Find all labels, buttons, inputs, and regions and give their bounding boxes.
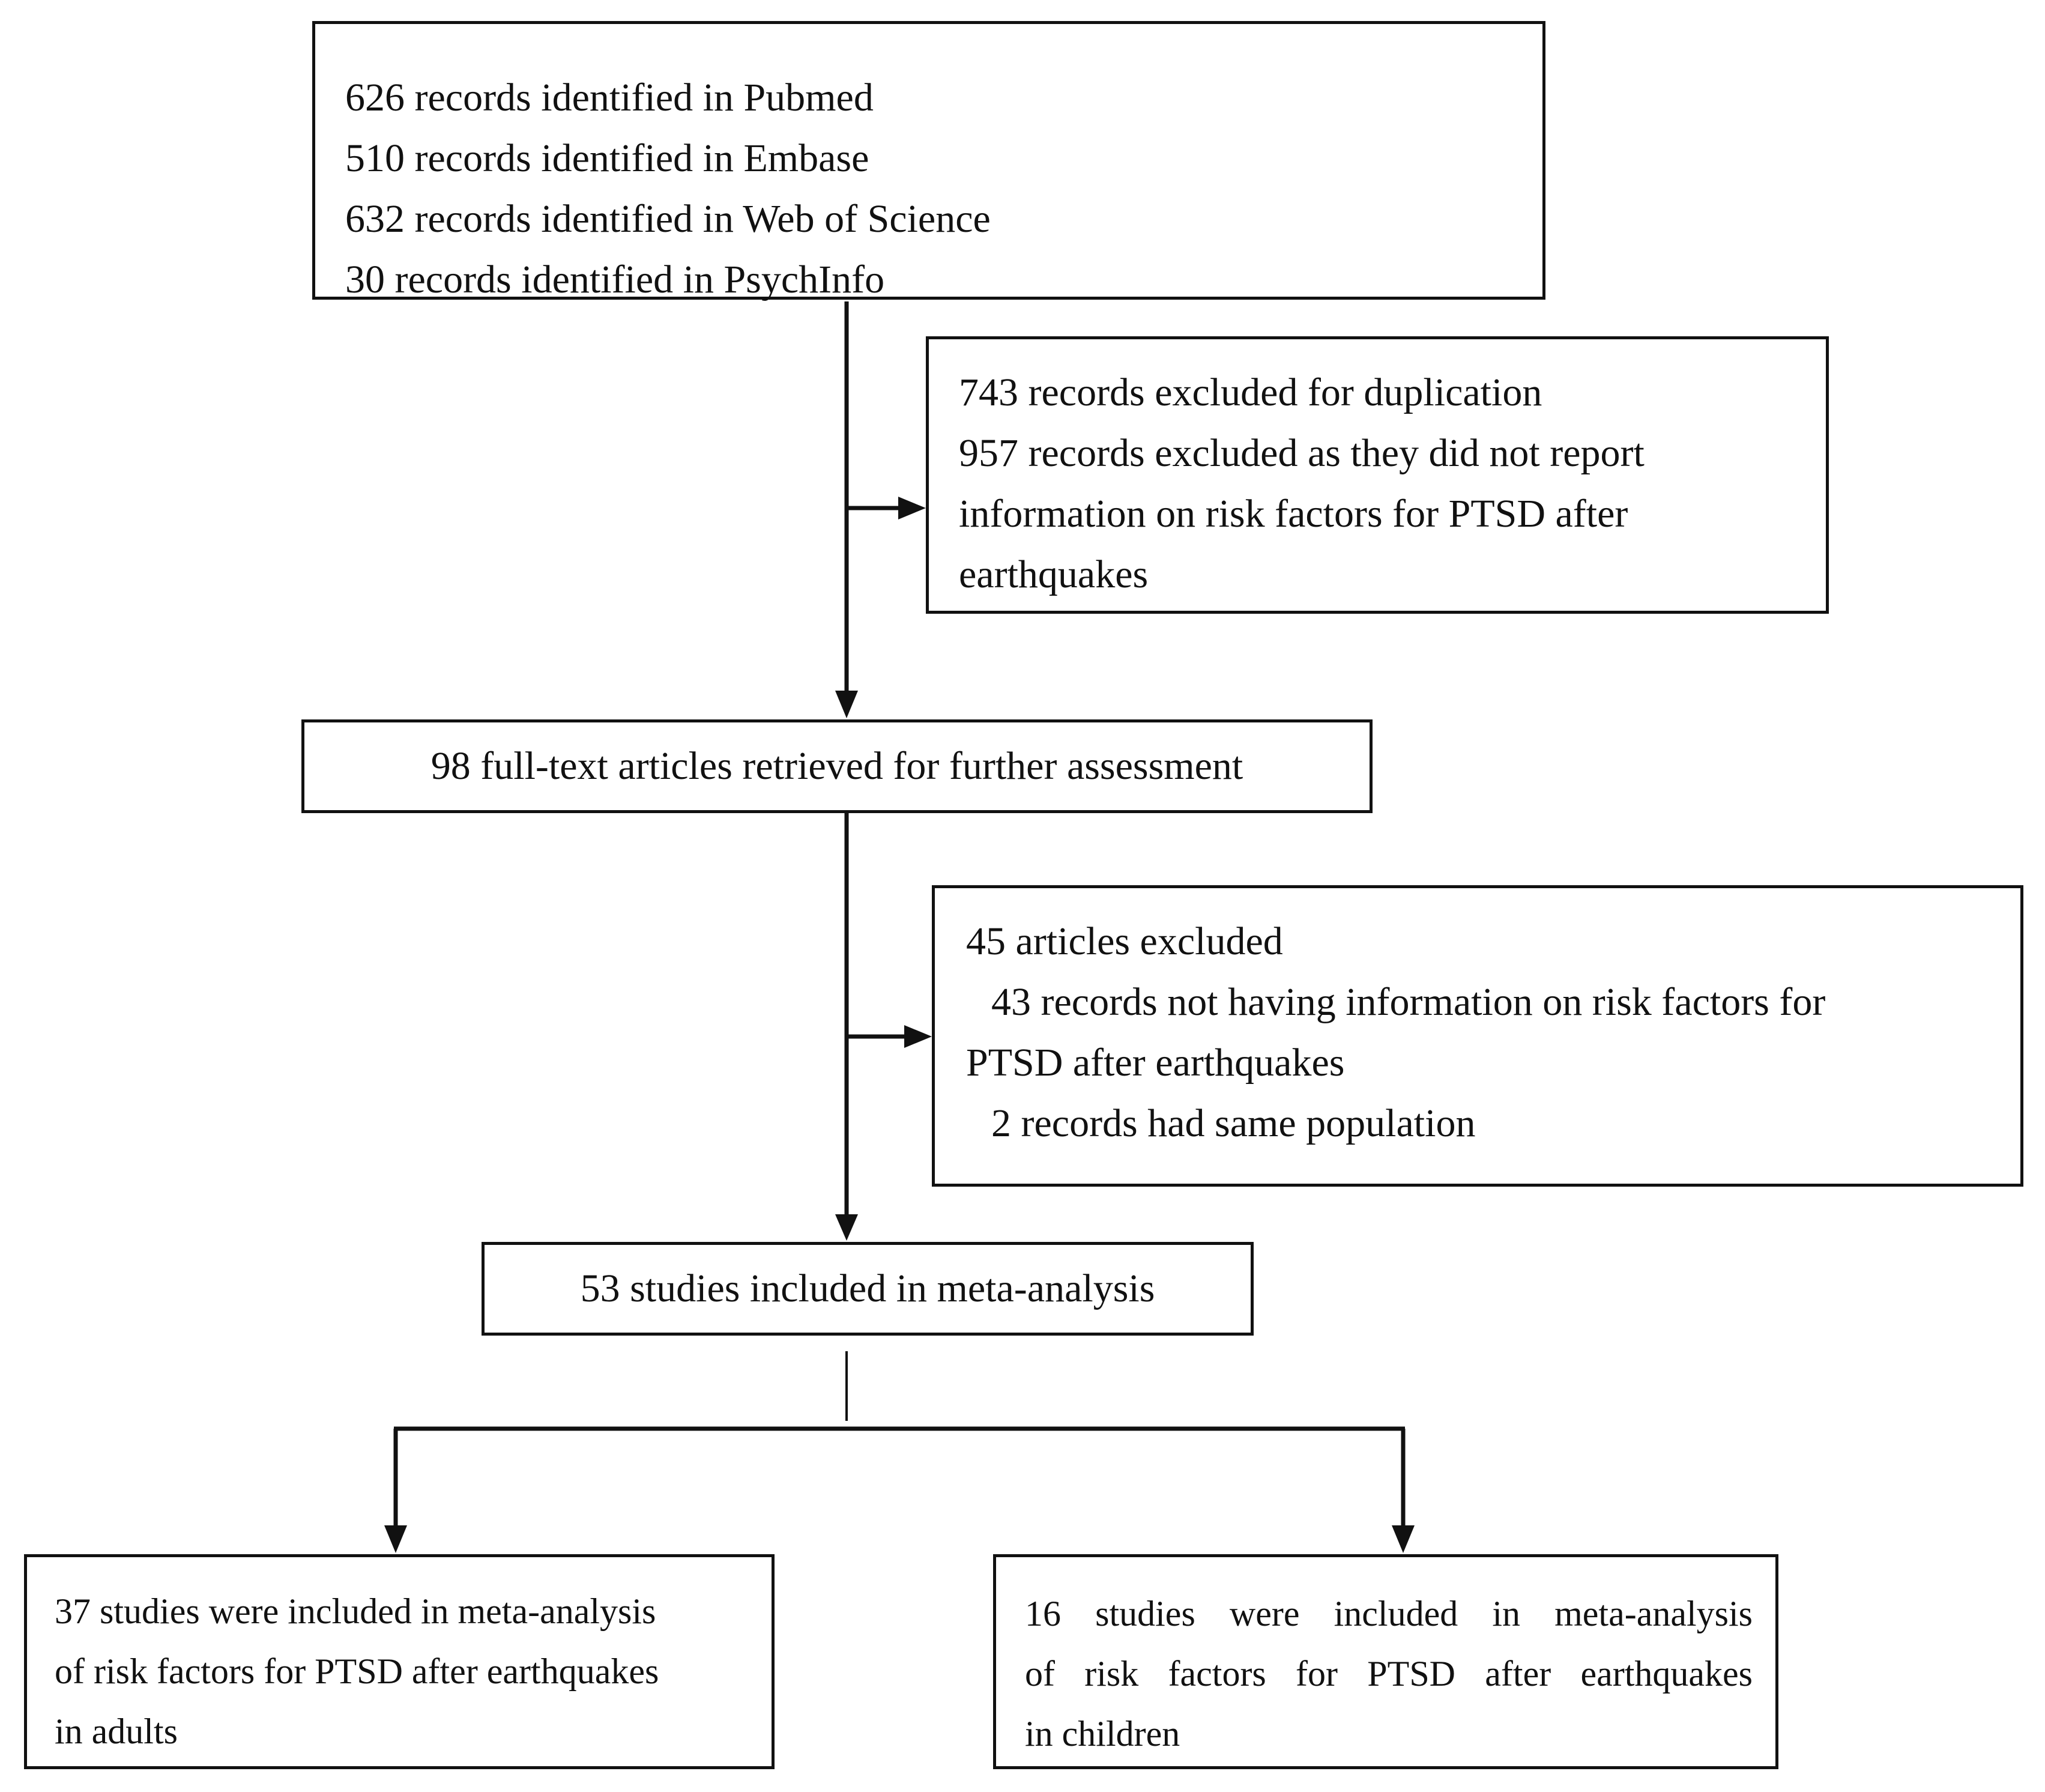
- exclusion-reason-line: 2 records had same population: [991, 1101, 1476, 1145]
- fulltext-articles-text: 98 full-text articles retrieved for furt…: [430, 744, 1243, 788]
- exclusion-line: 957 records excluded as they did not rep…: [959, 431, 1645, 475]
- arrow-into-included: [835, 1214, 858, 1241]
- fulltext-articles-box: 98 full-text articles retrieved for furt…: [301, 719, 1373, 813]
- adults-studies-line: in adults: [55, 1712, 178, 1751]
- exclusion-line: 743 records excluded for duplication: [959, 371, 1542, 414]
- arrow-into-exclusion-2: [904, 1025, 932, 1048]
- studies-included-text: 53 studies included in meta-analysis: [580, 1267, 1155, 1310]
- adults-studies-line: 37 studies were included in meta-analysi…: [55, 1591, 656, 1631]
- adults-studies-box: 37 studies were included in meta-analysi…: [24, 1554, 775, 1769]
- records-excluded-box: 743 records excluded for duplication 957…: [926, 336, 1829, 614]
- arrow-into-children: [1392, 1525, 1415, 1553]
- children-studies-line: in children: [1025, 1714, 1180, 1754]
- children-studies-box: 16 studies were included in meta-analysi…: [993, 1554, 1778, 1769]
- records-identified-box: 626 records identified in Pubmed 510 rec…: [312, 21, 1545, 301]
- children-studies-line: of risk factors for PTSD after earthquak…: [1025, 1654, 1753, 1694]
- children-studies-line: 16 studies were included in meta-analysi…: [1025, 1594, 1753, 1633]
- studies-included-box: 53 studies included in meta-analysis: [482, 1242, 1254, 1336]
- arrow-into-adults: [384, 1525, 407, 1553]
- record-source-line: 632 records identified in Web of Science: [345, 197, 991, 241]
- arrow-into-fulltext: [835, 691, 858, 718]
- exclusion-reason-line: PTSD after earthquakes: [966, 1041, 1345, 1085]
- exclusion-heading: 45 articles excluded: [966, 919, 1283, 963]
- exclusion-line: information on risk factors for PTSD aft…: [959, 492, 1628, 536]
- record-source-line: 30 records identified in PsychInfo: [345, 258, 885, 301]
- articles-excluded-box: 45 articles excluded 43 records not havi…: [932, 885, 2023, 1187]
- exclusion-line: earthquakes: [959, 552, 1149, 596]
- adults-studies-line: of risk factors for PTSD after earthquak…: [55, 1651, 659, 1691]
- record-source-line: 510 records identified in Embase: [345, 136, 869, 180]
- exclusion-reason-line: 43 records not having information on ris…: [991, 980, 1826, 1024]
- record-source-line: 626 records identified in Pubmed: [345, 76, 874, 120]
- arrow-into-exclusion-1: [898, 497, 926, 519]
